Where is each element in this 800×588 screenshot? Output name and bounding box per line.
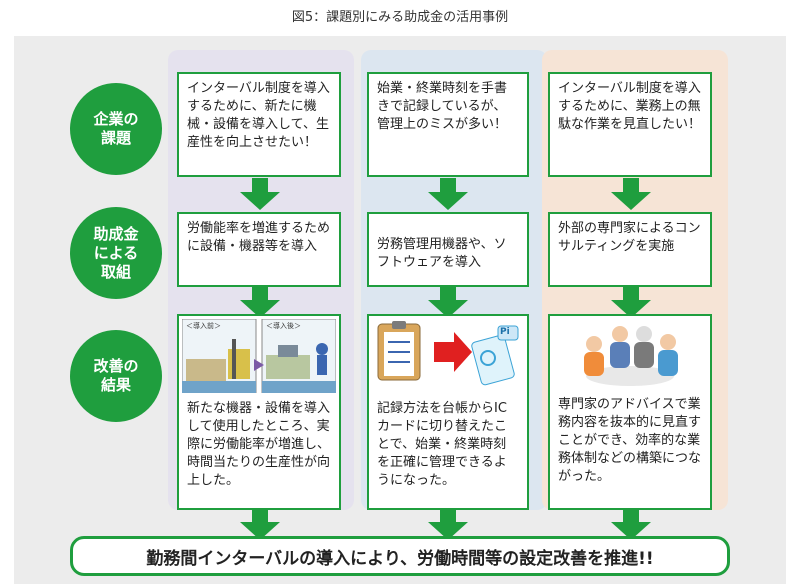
col3-arrow-3 — [611, 508, 651, 540]
illus-label-before: ＜導入前＞ — [186, 322, 221, 330]
col2-issue-box: 始業・終業時刻を手書きで記録しているが、管理上のミスが多い！ — [367, 72, 529, 177]
col3-issue-box: インターバル制度を導入するために、業務上の無駄な作業を見直したい！ — [548, 72, 712, 177]
row-label-result: 改善の 結果 — [70, 330, 162, 422]
col3-arrow-1 — [611, 178, 651, 210]
col1-issue-box: インターバル制度を導入するために、新たに機械・設備を導入して、生産性を向上させた… — [177, 72, 341, 177]
factory-before-after-illustration — [182, 319, 336, 393]
col1-action-box: 労働能率を増進するために設備・機器等を導入 — [177, 212, 341, 287]
consultants-meeting-illustration — [584, 326, 678, 386]
col2-arrow-2 — [428, 286, 468, 318]
col1-arrow-3 — [240, 508, 280, 540]
row-label-issue: 企業の 課題 — [70, 83, 162, 175]
illus-label-after: ＜導入後＞ — [266, 322, 301, 330]
col1-arrow-1 — [240, 178, 280, 210]
conclusion-banner: 勤務間インターバルの導入により、労働時間等の設定改善を推進!! — [70, 536, 730, 576]
page-title: 図5：課題別にみる助成金の活用事例 — [291, 10, 509, 25]
col2-arrow-1 — [428, 178, 468, 210]
col3-action-box: 外部の専門家によるコンサルティングを実施 — [548, 212, 712, 287]
ledger-to-ic-card-illustration — [377, 321, 519, 386]
col3-result-box: 専門家のアドバイスで業務内容を抜本的に見直すことができ、効率的な業務体制などの構… — [548, 314, 712, 510]
col2-action-box: 労務管理用機器や、ソフトウェアを導入 — [367, 212, 529, 287]
ic-card-label: Pi — [500, 327, 510, 337]
col1-arrow-2 — [240, 286, 280, 318]
col3-arrow-2 — [611, 286, 651, 318]
row-label-action: 助成金 による 取組 — [70, 207, 162, 299]
col2-arrow-3 — [428, 508, 468, 540]
